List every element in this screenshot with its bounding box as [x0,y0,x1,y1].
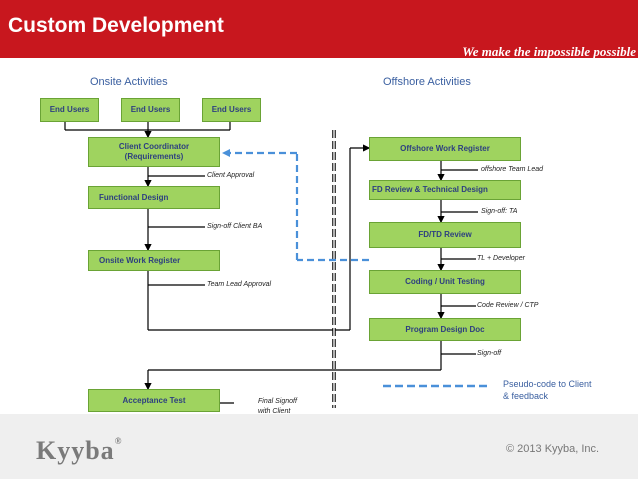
copyright-text: © 2013 Kyyba, Inc. [506,443,600,455]
signoff-ta-label: Sign-off: TA [481,208,518,215]
client-approval-label: Client Approval [207,172,255,179]
final-signoff-label-2: with Client [258,408,291,415]
legend-line-1: Pseudo-code to Client [503,379,592,389]
end-users-box-2: End Users [121,98,180,122]
client-coordinator-box: Client Coordinator (Requirements) [88,137,220,167]
acceptance-test-box: Acceptance Test [88,389,220,412]
logo-mark: ® [114,436,123,446]
tl-developer-label: TL + Developer [477,255,525,262]
onsite-section-title: Onsite Activities [90,76,168,88]
signoff-client-ba-label: Sign-off Client BA [207,223,263,230]
functional-design-box: Functional Design [88,186,220,209]
offshore-work-register-box: Offshore Work Register [369,137,521,161]
tagline: We make the impossible possible [462,44,636,59]
final-signoff-label: Final Signoff [258,398,297,405]
header-bar: Custom Development We make the impossibl… [0,0,638,59]
client-coordinator-label: Client Coordinator [118,142,190,151]
offshore-team-lead-label: offshore Team Lead [481,166,544,173]
coding-unit-testing-box: Coding / Unit Testing [369,270,521,294]
slide-title: Custom Development [8,14,224,37]
fdtd-review-box: FD/TD Review [369,222,521,248]
legend-line-2: & feedback [503,391,549,402]
team-lead-approval-label: Team Lead Approval [207,281,272,288]
end-users-box-1: End Users [40,98,99,122]
client-coordinator-sublabel: (Requirements) [124,152,184,161]
signoff-label: Sign-off [477,350,502,357]
logo-text: Kyyba [36,436,115,465]
footer-band [0,414,638,479]
fd-review-box: FD Review & Technical Design [369,180,521,200]
end-users-box-3: End Users [202,98,261,122]
kyyba-logo: Kyyba® [36,436,122,466]
offshore-section-title: Offshore Activities [383,76,471,88]
legend-text: Pseudo-code to Client & feedback [503,378,592,402]
onsite-work-register-box: Onsite Work Register [88,250,220,271]
code-review-label: Code Review / CTP [477,302,539,309]
program-design-doc-box: Program Design Doc [369,318,521,341]
